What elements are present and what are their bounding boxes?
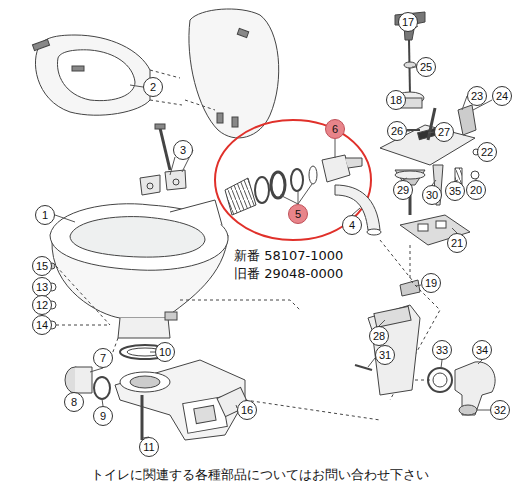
callout-number: 34 xyxy=(472,340,492,360)
callout-number: 7 xyxy=(93,348,113,368)
callout-number: 27 xyxy=(434,122,454,142)
callout-number: 2 xyxy=(143,77,163,97)
callout-number: 13 xyxy=(32,277,52,297)
caption: トイレに関連する各種部品についてはお問い合わせ下さい xyxy=(0,466,520,484)
callout-number: 26 xyxy=(387,121,407,141)
callout-number: 29 xyxy=(393,180,413,200)
callout-number: 5 xyxy=(288,204,308,224)
callout-number: 17 xyxy=(398,12,418,32)
callout-number: 28 xyxy=(369,326,389,346)
callout-number: 20 xyxy=(466,180,486,200)
callout-number: 24 xyxy=(492,86,512,106)
callout-number: 21 xyxy=(447,233,467,253)
callout-number: 1 xyxy=(35,205,55,225)
callout-number: 10 xyxy=(155,342,175,362)
callout-number: 8 xyxy=(64,392,84,412)
callout-number: 19 xyxy=(421,273,441,293)
callout-number: 18 xyxy=(386,90,406,110)
callout-number: 30 xyxy=(422,185,442,205)
callout-number: 22 xyxy=(477,142,497,162)
callout-number: 11 xyxy=(139,437,159,457)
callout-number: 23 xyxy=(467,86,487,106)
callout-number: 3 xyxy=(173,140,193,160)
callout-number: 32 xyxy=(490,400,510,420)
callout-number: 35 xyxy=(445,181,465,201)
callout-number: 33 xyxy=(432,340,452,360)
callout-number: 9 xyxy=(93,406,113,426)
callout-number: 31 xyxy=(375,345,395,365)
part-number-note: 旧番 29048-0000 xyxy=(232,265,345,283)
part-number-note: 新番 58107-1000 xyxy=(232,247,345,265)
callout-number: 12 xyxy=(32,295,52,315)
callout-number: 6 xyxy=(325,119,345,139)
callout-number: 4 xyxy=(342,215,362,235)
callout-number: 25 xyxy=(416,57,436,77)
callout-number: 15 xyxy=(32,256,52,276)
callout-number: 16 xyxy=(237,400,257,420)
callout-number: 14 xyxy=(32,315,52,335)
